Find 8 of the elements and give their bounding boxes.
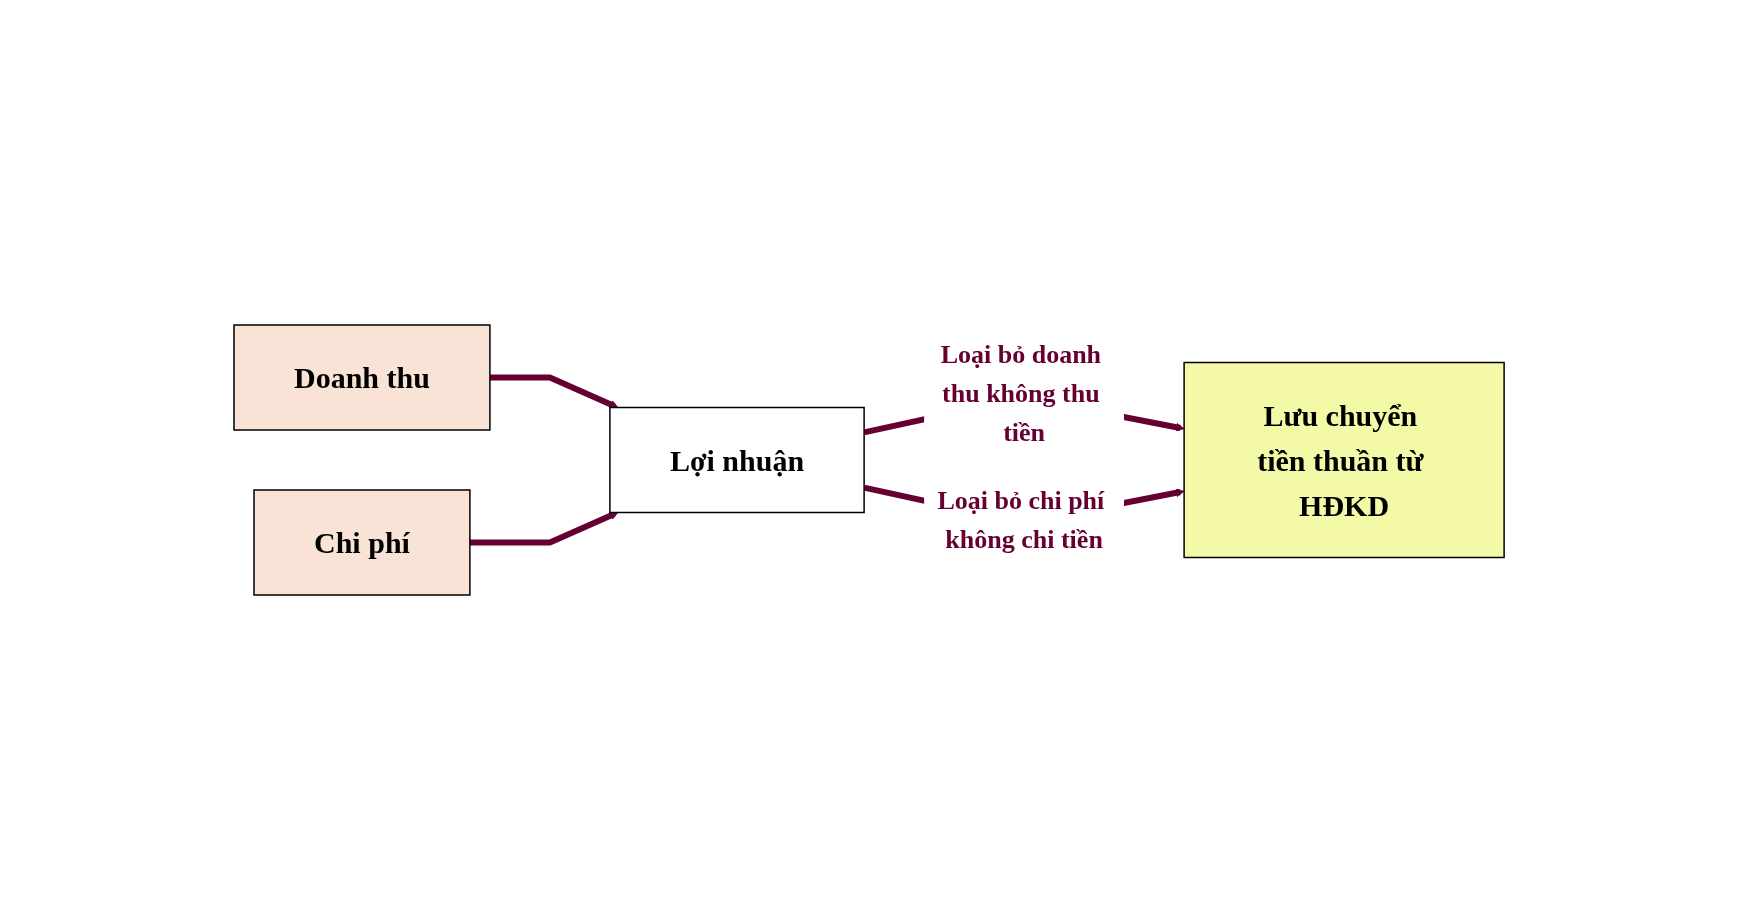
arrow: [489, 374, 619, 409]
arrow: [469, 510, 619, 545]
node-box: Chi phí: [253, 488, 471, 596]
node-box: Doanh thu: [233, 323, 491, 431]
node-box: Lưu chuyển tiền thuần từ HĐKD: [1183, 361, 1505, 558]
node-box: Lợi nhuận: [609, 406, 865, 513]
edge-label: Loại bỏ doanh thu không thu tiền: [940, 339, 1101, 446]
edge-label: Loại bỏ chi phí không chi tiền: [937, 485, 1105, 553]
